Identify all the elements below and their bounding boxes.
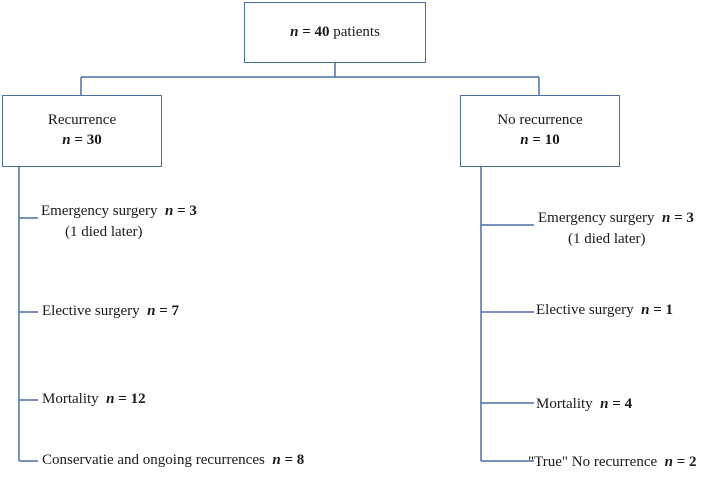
no-recurrence-box: No recurrence n = 10 — [460, 95, 620, 167]
right-item-2-n-symbol: n — [641, 302, 650, 318]
left-item-elective-surgery: Elective surgery n = 7 — [42, 301, 179, 321]
recurrence-box: Recurrence n = 30 — [2, 95, 162, 167]
root-n-value: = 40 — [298, 24, 330, 40]
left-item-conservative: Conservatie and ongoing recurrences n = … — [42, 450, 304, 470]
root-n-symbol: n — [290, 24, 299, 40]
right-item-mortality: Mortality n = 4 — [536, 394, 632, 414]
right-item-2-label: Elective surgery — [536, 302, 634, 318]
root-label-text: patients — [329, 24, 380, 40]
right-item-2-n-value: = 1 — [649, 302, 674, 318]
right-item-true-no-recurrence: "True" No recurrence n = 2 — [528, 452, 697, 472]
left-item-4-n-value: = 8 — [280, 452, 305, 468]
right-item-1-n-value: = 3 — [670, 210, 694, 226]
left-item-mortality: Mortality n = 12 — [42, 389, 146, 409]
recurrence-count: n = 30 — [3, 130, 161, 150]
right-item-1-label: Emergency surgery — [538, 210, 655, 226]
left-item-2-label: Elective surgery — [42, 303, 140, 319]
right-item-4-n-symbol: n — [664, 454, 673, 470]
left-item-emergency-surgery: Emergency surgery n = 3 — [41, 201, 197, 221]
no-recurrence-title: No recurrence — [497, 112, 583, 128]
left-item-3-n-value: = 12 — [114, 391, 146, 407]
left-item-emergency-note: (1 died later) — [65, 224, 143, 240]
left-item-4-n-symbol: n — [272, 452, 281, 468]
right-item-3-n-symbol: n — [600, 396, 609, 412]
left-item-1-n-value: = 3 — [173, 203, 197, 219]
recurrence-n-value: = 30 — [70, 132, 102, 148]
no-recurrence-n-symbol: n — [520, 132, 529, 148]
right-item-emergency-surgery: Emergency surgery n = 3 — [538, 208, 694, 228]
left-item-2-n-symbol: n — [147, 303, 156, 319]
left-item-2-n-value: = 7 — [155, 303, 180, 319]
right-item-emergency-note: (1 died later) — [568, 231, 646, 247]
recurrence-title: Recurrence — [47, 112, 117, 128]
left-item-3-n-symbol: n — [106, 391, 115, 407]
right-item-4-label: "True" No recurrence — [528, 454, 658, 470]
right-item-3-label: Mortality — [536, 396, 593, 412]
root-label: n = 40 patients — [245, 22, 425, 42]
left-item-1-n-symbol: n — [165, 203, 174, 219]
right-item-1-n-symbol: n — [662, 210, 671, 226]
left-item-1-label: Emergency surgery — [41, 203, 158, 219]
no-recurrence-n-value: = 10 — [528, 132, 560, 148]
left-item-4-label: Conservatie and ongoing recurrences — [42, 452, 265, 468]
right-item-4-n-value: = 2 — [672, 454, 697, 470]
root-box: n = 40 patients — [244, 2, 426, 63]
recurrence-n-symbol: n — [62, 132, 71, 148]
right-item-elective-surgery: Elective surgery n = 1 — [536, 300, 673, 320]
right-item-3-n-value: = 4 — [608, 396, 633, 412]
no-recurrence-count: n = 10 — [461, 130, 619, 150]
left-item-3-label: Mortality — [42, 391, 99, 407]
